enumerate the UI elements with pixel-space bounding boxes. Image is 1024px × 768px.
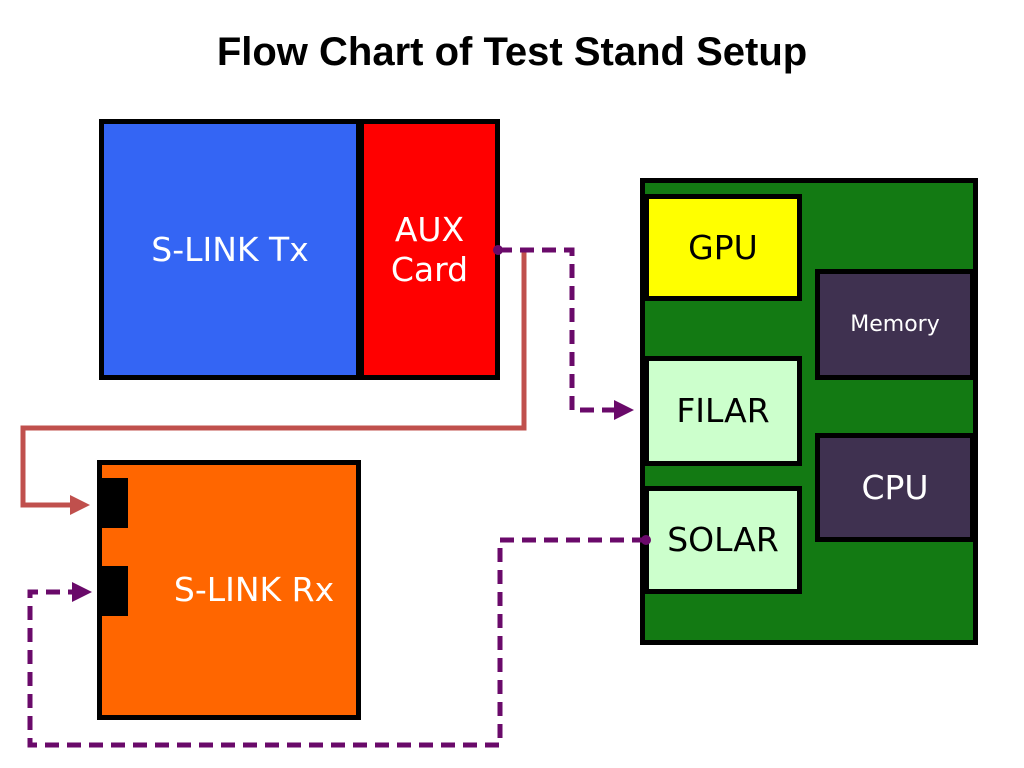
slink-tx-box: S-LINK Tx <box>99 119 361 380</box>
page-title: Flow Chart of Test Stand Setup <box>216 30 808 74</box>
aux-card-label: AUX Card <box>390 209 469 289</box>
slink-rx-box: S-LINK Rx <box>97 460 361 720</box>
aux-connector-dot <box>493 245 503 255</box>
memory-box: Memory <box>815 269 975 380</box>
gpu-box: GPU <box>644 194 802 301</box>
slink-tx-label: S-LINK Tx <box>151 229 309 269</box>
gpu-label: GPU <box>688 227 758 267</box>
aux-to-filar-connector <box>498 247 634 420</box>
slink-rx-port-top <box>101 478 128 528</box>
slink-rx-port-bottom <box>101 566 128 616</box>
memory-label: Memory <box>850 312 940 337</box>
solar-to-slink-rx-connector <box>27 537 646 748</box>
cpu-label: CPU <box>861 467 929 507</box>
cpu-box: CPU <box>815 433 975 542</box>
solar-connector-dot <box>641 535 651 545</box>
aux-to-slink-rx-connector <box>20 250 527 515</box>
solar-label: SOLAR <box>667 520 779 560</box>
filar-label: FILAR <box>676 391 770 431</box>
slink-rx-label: S-LINK Rx <box>173 570 335 610</box>
solar-box: SOLAR <box>644 486 802 594</box>
filar-box: FILAR <box>644 356 802 466</box>
